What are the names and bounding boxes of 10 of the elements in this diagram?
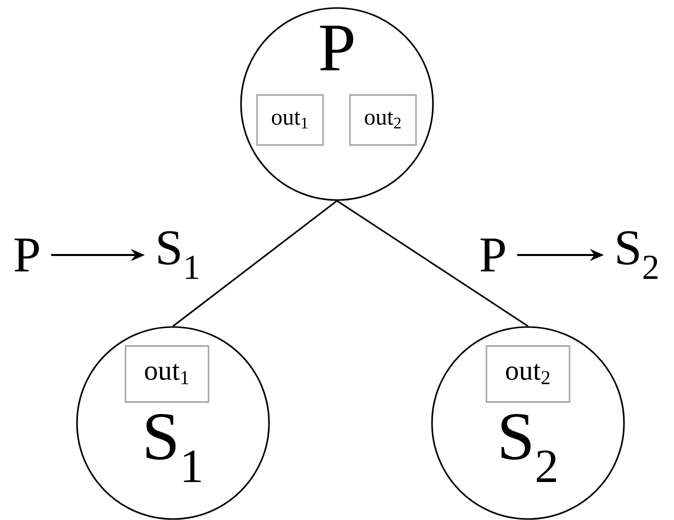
- output-box: out$_{1}$: [124, 345, 210, 403]
- output-box: out$_{2}$: [349, 94, 417, 146]
- output-box: out$_{1}$: [256, 94, 324, 146]
- output-box: out$_{2}$: [486, 345, 570, 403]
- process-label: P: [480, 238, 505, 272]
- process-label: S$_{2}$: [617, 231, 658, 279]
- process-label: S$_{1}$: [158, 231, 198, 279]
- process-label: P: [14, 238, 39, 272]
- connector-line: [172, 200, 338, 327]
- connector-line: [336, 200, 528, 327]
